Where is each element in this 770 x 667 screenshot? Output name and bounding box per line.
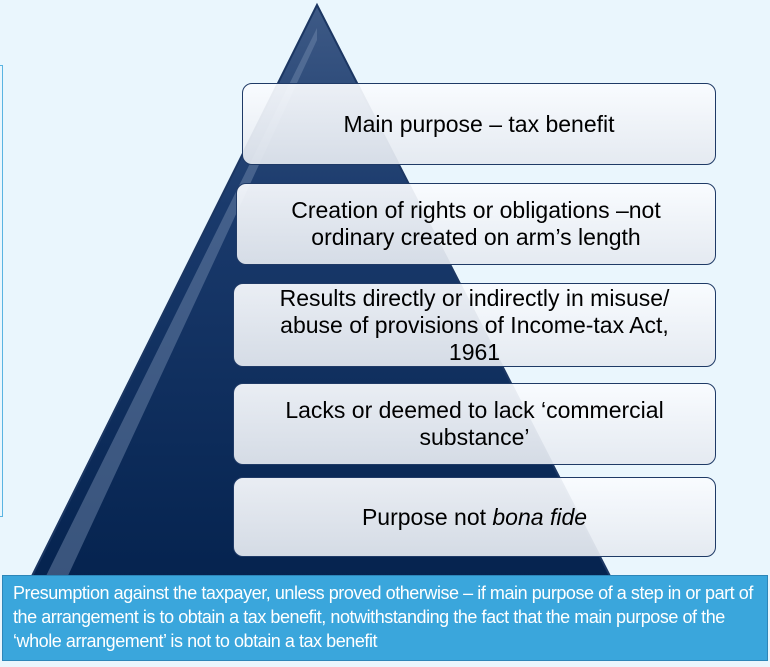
level-text: Main purpose – tax benefit (343, 110, 615, 137)
pyramid-level-3: Results directly or indirectly in misuse… (233, 283, 716, 367)
banner-text: Presumption against the taxpayer, unless… (13, 583, 753, 651)
presumption-banner: Presumption against the taxpayer, unless… (2, 575, 768, 661)
level-text-italic: bona fide (492, 503, 588, 530)
pyramid-level-5: Purpose not bona fide (233, 477, 716, 557)
level-text: Results directly or indirectly in misuse… (279, 284, 670, 365)
pyramid-level-1: Main purpose – tax benefit (242, 83, 716, 165)
level-text: Creation of rights or obligations –not o… (291, 197, 661, 250)
left-panel-border (0, 65, 3, 517)
pyramid-level-4: Lacks or deemed to lack ‘commercial subs… (233, 383, 716, 465)
level-text-plain: Purpose not (361, 503, 493, 530)
pyramid-level-2: Creation of rights or obligations –not o… (236, 183, 716, 265)
level-text: Purpose not bona fide (362, 504, 587, 531)
level-text: Lacks or deemed to lack ‘commercial subs… (285, 397, 664, 450)
